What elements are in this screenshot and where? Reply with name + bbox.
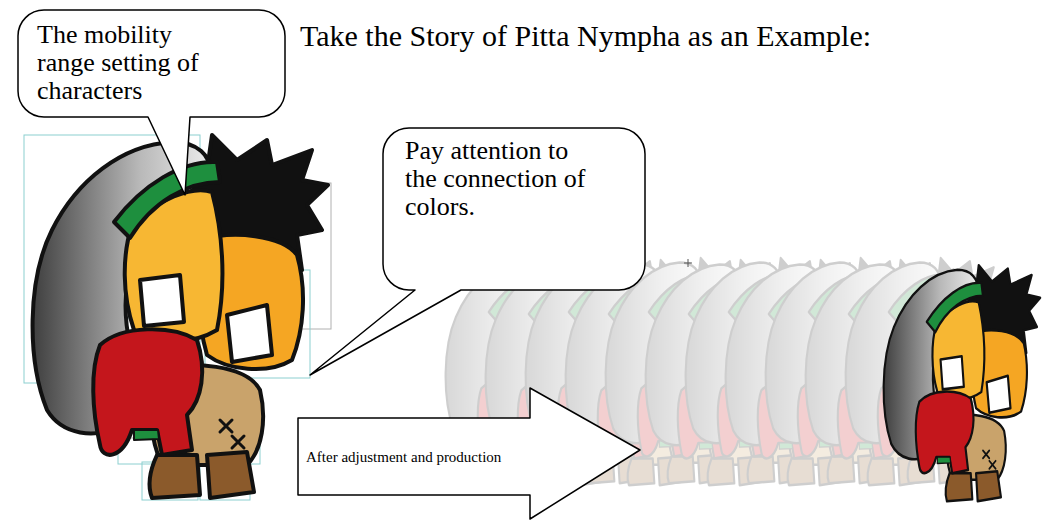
text-holder: After adjustment and production — [306, 448, 606, 466]
final-figure — [884, 265, 1041, 501]
callout-text: Pay attention to the connection of color… — [405, 137, 605, 221]
page-title: Take the Story of Pitta Nympha as an Exa… — [300, 18, 871, 54]
bubble-shape — [310, 128, 645, 375]
text-holder: Pay attention to the connection of color… — [383, 128, 645, 231]
arrow-shape — [298, 388, 640, 519]
arrow-label: After adjustment and production — [306, 448, 606, 466]
bubble-shape — [18, 10, 285, 195]
character-figure — [33, 135, 328, 498]
bounding-boxes — [24, 135, 331, 500]
block-arrow: After adjustment and production — [298, 388, 640, 520]
callout-bubble: The mobility range setting of characters — [18, 10, 285, 117]
callout-text: The mobility range setting of characters — [37, 21, 222, 105]
crosshair-mark — [684, 259, 692, 267]
callout-bubble: Pay attention to the connection of color… — [383, 128, 645, 290]
text-holder: The mobility range setting of characters — [18, 10, 285, 115]
